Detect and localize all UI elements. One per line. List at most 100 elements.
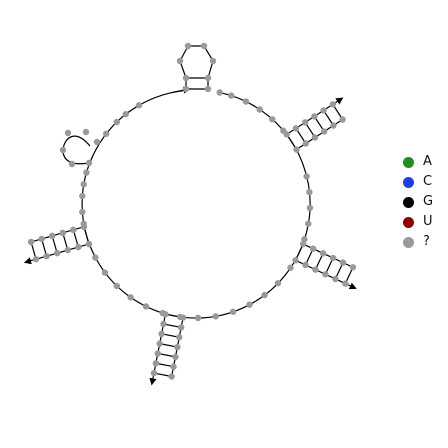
loop-nucleotide — [287, 264, 294, 271]
legend-item-a: A — [403, 152, 443, 172]
loop-nucleotide — [79, 208, 86, 216]
helix-bottom-nucleotide — [170, 363, 177, 370]
helix-upper-right-nucleotide — [301, 119, 309, 126]
loop-nucleotide — [142, 303, 150, 310]
loop-nucleotide — [113, 118, 121, 126]
loop-nucleotide — [122, 110, 130, 118]
helix-left-nucleotide — [59, 229, 66, 237]
helix-left-nucleotide — [27, 238, 35, 246]
helix-upper-right-nucleotide — [330, 122, 337, 129]
loop-nucleotide — [80, 181, 87, 188]
helix-bottom-nucleotide — [162, 310, 169, 318]
helix-upper-right-nucleotide — [311, 113, 318, 120]
loop-nucleotide — [303, 173, 310, 180]
legend-item-c: C — [403, 172, 443, 192]
helix-upper-right-nucleotide — [329, 101, 337, 108]
loop-nucleotide — [113, 282, 121, 290]
helix-left-nucleotide — [80, 223, 88, 230]
loop-nucleotide — [301, 236, 308, 243]
loop-nucleotide — [79, 192, 86, 200]
helix-left-nucleotide — [43, 253, 50, 260]
helix-bottom-nucleotide — [177, 324, 185, 331]
helix-left-nucleotide — [64, 246, 71, 254]
loop-nucleotide — [101, 269, 109, 276]
helix-left-nucleotide — [85, 240, 93, 248]
loop-nucleotide — [228, 92, 235, 99]
legend-label-unknown: ? — [423, 234, 430, 249]
left-bulge-nucleotide — [59, 146, 67, 154]
helix-bottom-nucleotide — [158, 330, 165, 338]
helix-bottom-nucleotide — [154, 350, 161, 357]
loop-nucleotide — [269, 116, 276, 123]
helix-left-nucleotide — [53, 249, 61, 257]
helix-lower-right-nucleotide — [332, 275, 339, 283]
left-bulge-loop — [62, 135, 91, 165]
helix-upper-right-nucleotide — [311, 134, 319, 141]
loop-nucleotide — [92, 254, 99, 261]
helix-left-nucleotide — [38, 235, 45, 243]
helix-lower-right-nucleotide — [342, 280, 349, 287]
legend-label-u: U — [423, 214, 433, 229]
helix-lower-right-nucleotide — [319, 250, 327, 257]
backbone — [23, 45, 357, 386]
loop-nucleotide — [242, 98, 250, 105]
legend-item-unknown: ? — [403, 232, 443, 252]
loop-nucleotide — [306, 188, 313, 196]
helix-lower-right-nucleotide — [349, 264, 357, 271]
left-bulge-nucleotide — [85, 159, 93, 167]
helix-lower-right-nucleotide — [322, 271, 329, 278]
legend-label-c: C — [423, 174, 433, 189]
legend-label-a: A — [423, 154, 432, 169]
helix-bottom-nucleotide — [172, 353, 179, 361]
loop-nucleotide — [212, 313, 219, 320]
nucleotides — [27, 42, 357, 380]
loop-nucleotide — [216, 89, 223, 96]
left-bulge-nucleotide — [68, 160, 76, 168]
top-hairpin-nucleotide — [182, 74, 190, 82]
helix-bottom-nucleotide — [152, 360, 160, 367]
top-hairpin-nucleotide — [200, 42, 208, 50]
helix-upper-right-nucleotide — [292, 125, 300, 132]
helix-upper-right-nucleotide — [293, 146, 300, 153]
helix-left-nucleotide — [75, 243, 82, 251]
legend-item-u: U — [403, 212, 443, 232]
helix-left-nucleotide — [49, 232, 56, 240]
helix-upper-right-nucleotide — [283, 131, 290, 138]
left-bulge-nucleotide — [93, 138, 101, 146]
loop-nucleotide — [229, 308, 237, 315]
legend-swatch-u — [403, 216, 414, 228]
helix-lower-right-nucleotide — [299, 240, 307, 248]
helix-lower-right-nucleotide — [312, 266, 319, 273]
helix-lower-right-nucleotide — [309, 245, 317, 252]
top-hairpin-nucleotide — [176, 57, 184, 65]
legend-item-g: G — [403, 192, 443, 212]
legend-swatch-g — [403, 196, 414, 208]
loop-nucleotide — [305, 220, 312, 227]
left-bulge-nucleotide — [82, 128, 90, 136]
loop-nucleotide — [306, 204, 314, 212]
legend-swatch-unknown — [403, 236, 414, 248]
top-hairpin-nucleotide — [182, 85, 190, 93]
helix-bottom-nucleotide — [176, 334, 183, 341]
loop-nucleotide — [83, 169, 90, 176]
loop-nucleotide — [274, 279, 282, 287]
loop-nucleotide — [127, 294, 134, 301]
top-hairpin-nucleotide — [204, 74, 212, 82]
loop-nucleotide — [246, 301, 253, 308]
helix-lower-right-nucleotide — [302, 261, 309, 269]
loop-nucleotide — [135, 102, 143, 109]
helix-upper-right-nucleotide — [320, 107, 327, 114]
helix-lower-right-nucleotide — [292, 257, 299, 264]
legend-swatch-a — [403, 156, 414, 168]
loop-nucleotide — [102, 130, 110, 138]
helix-upper-right-nucleotide — [320, 128, 328, 135]
legend-label-g: G — [423, 194, 434, 209]
helix-lower-right-nucleotide — [329, 254, 337, 262]
helix-upper-right-nucleotide — [339, 116, 346, 123]
helix-lower-right-nucleotide — [339, 259, 347, 266]
left-bulge-nucleotide — [64, 129, 72, 137]
helix-bottom-nucleotide — [179, 314, 187, 321]
helix-bottom-nucleotide — [160, 320, 167, 328]
